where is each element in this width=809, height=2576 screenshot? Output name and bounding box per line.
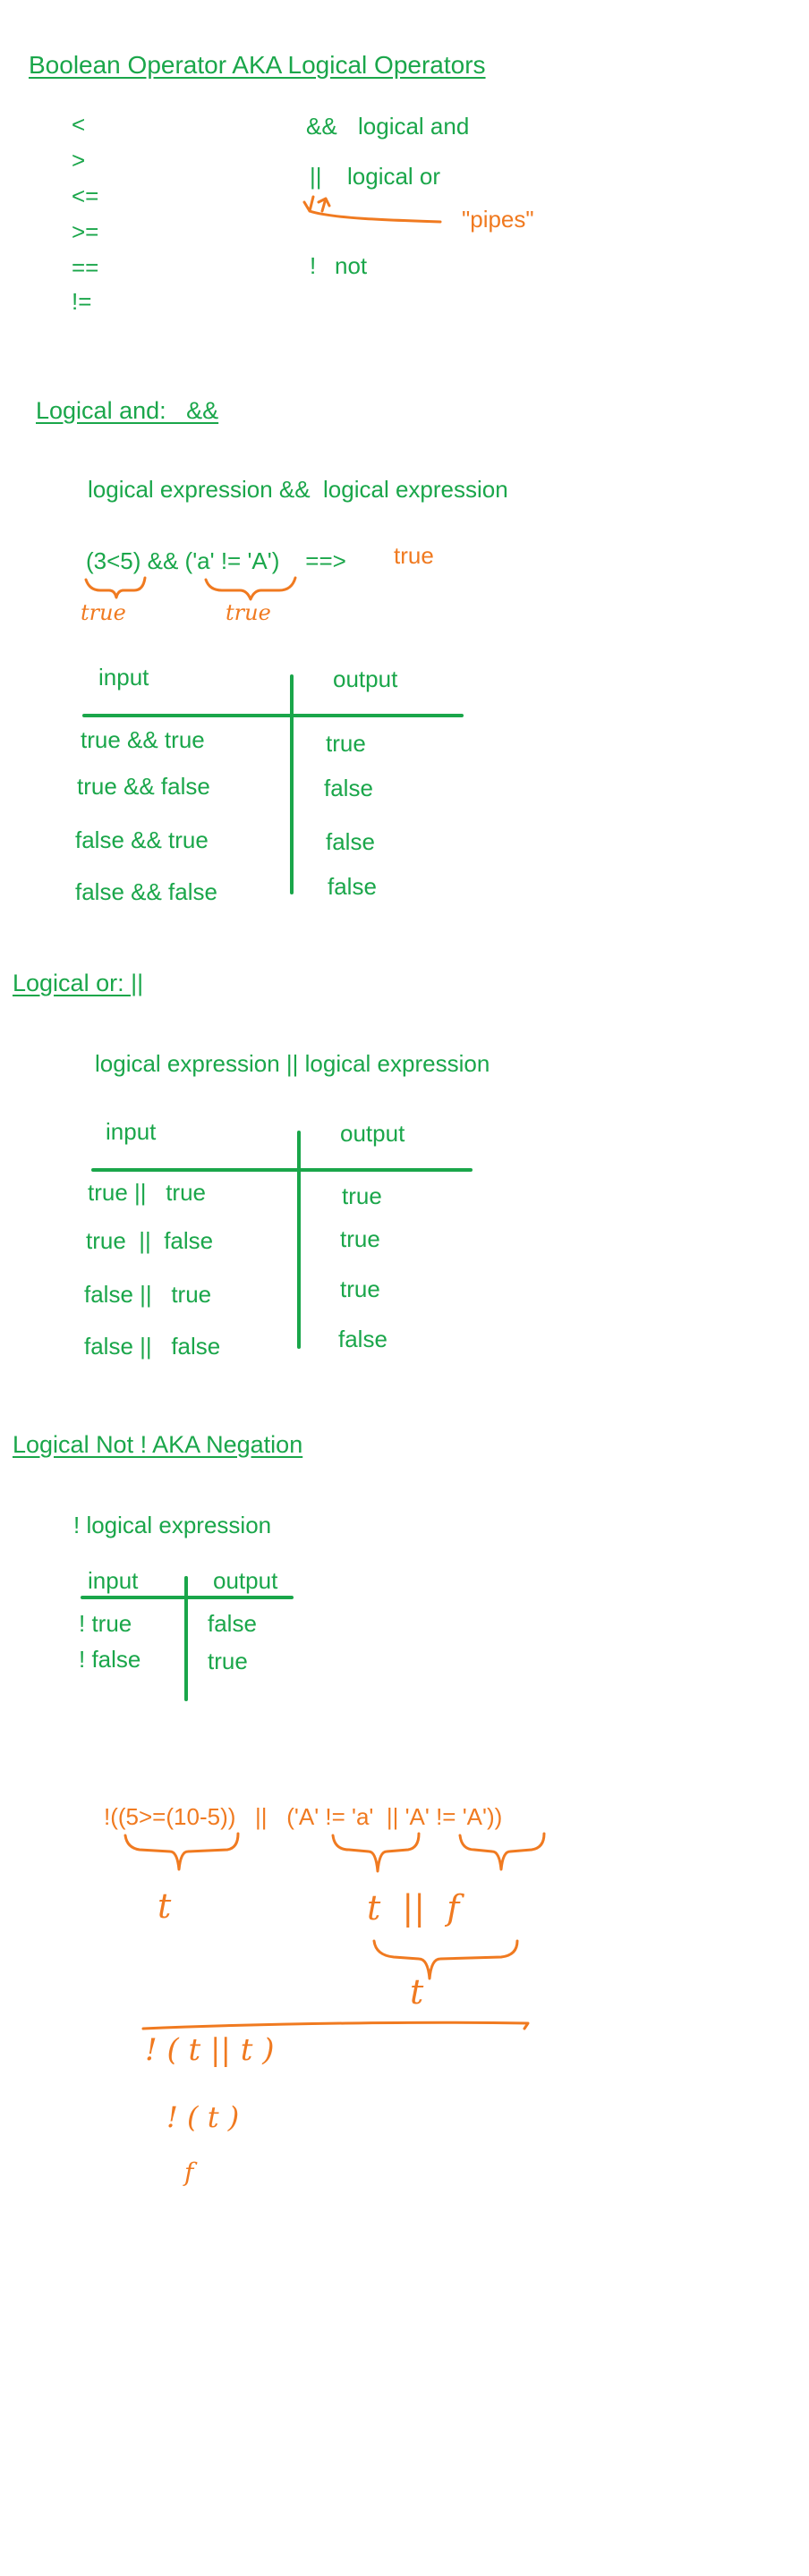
and-annotation-true-2: true <box>226 600 271 625</box>
and-brace-1-icon <box>84 576 147 599</box>
section-title-logical-and: Logical and: && <box>36 397 219 424</box>
example-brace-2-icon <box>331 1832 421 1873</box>
or-table-output-2: true <box>340 1225 380 1252</box>
and-expression-syntax: logical expression && logical expression <box>88 476 508 503</box>
not-table-header-output: output <box>213 1567 278 1594</box>
operator-eq: == <box>72 254 99 281</box>
logical-not-label: not <box>335 252 368 279</box>
or-table-output-1: true <box>342 1182 382 1209</box>
and-brace-2-icon <box>204 576 297 601</box>
pipes-annotation: "pipes" <box>462 206 534 233</box>
worked-example-step2: ! ( t ) <box>166 2100 240 2134</box>
pipes-arrow-icon <box>302 195 442 224</box>
example-underline <box>141 2021 530 2030</box>
worked-example-expression: !((5>=(10-5)) || ('A' != 'a' || 'A' != '… <box>104 1803 503 1830</box>
and-table-input-1: true && true <box>81 726 205 753</box>
and-table-header-input: input <box>98 664 149 691</box>
not-table-output-2: true <box>208 1648 248 1674</box>
example-brace-4-icon <box>372 1939 519 1980</box>
logical-and-symbol: && <box>306 113 337 140</box>
and-table-output-3: false <box>326 828 375 855</box>
worked-example-t-or-f: t || f <box>367 1888 460 1928</box>
not-table-output-1: false <box>208 1610 257 1637</box>
and-annotation-true-1: true <box>81 600 126 625</box>
operator-ne: != <box>72 288 92 315</box>
and-table-output-1: true <box>326 730 366 757</box>
and-example-result: true <box>394 542 434 569</box>
operator-lt: < <box>72 111 86 138</box>
and-table-output-2: false <box>324 775 373 801</box>
example-brace-3-icon <box>458 1832 546 1871</box>
worked-example-final: f <box>184 2157 194 2187</box>
or-expression-syntax: logical expression || logical expression <box>95 1050 490 1077</box>
worked-example-t1: t <box>158 1886 172 1926</box>
logical-or-symbol: || <box>310 163 322 190</box>
section-title-logical-not: Logical Not ! AKA Negation <box>13 1431 303 1458</box>
worked-example-step1: ! ( t || t ) <box>145 2032 275 2068</box>
and-table-input-3: false && true <box>75 826 209 853</box>
section-title-logical-or: Logical or: || <box>13 970 144 996</box>
or-table-output-4: false <box>338 1326 387 1352</box>
or-table-input-1: true || true <box>88 1179 207 1206</box>
logical-or-label: logical or <box>347 163 441 190</box>
and-table-output-4: false <box>328 873 377 900</box>
or-table-header-input: input <box>106 1118 157 1145</box>
section-title-boolean-operators: Boolean Operator AKA Logical Operators <box>29 51 486 79</box>
not-expression-syntax: ! logical expression <box>73 1512 272 1538</box>
operator-le: <= <box>72 182 99 209</box>
or-table-header-output: output <box>340 1120 405 1147</box>
logical-and-label: logical and <box>358 113 470 140</box>
not-table-input-2: ! false <box>79 1646 141 1673</box>
worked-example-t2: t <box>410 1972 424 2012</box>
or-table-input-3: false || true <box>84 1281 212 1308</box>
logical-not-symbol: ! <box>310 252 317 279</box>
not-table-header-input: input <box>88 1567 139 1594</box>
operator-gt: > <box>72 147 86 174</box>
or-table-input-4: false || false <box>84 1333 221 1360</box>
example-brace-1-icon <box>123 1832 240 1871</box>
and-table-input-4: false && false <box>75 878 217 905</box>
operator-ge: >= <box>72 218 99 245</box>
or-table-input-2: true || false <box>86 1227 214 1254</box>
and-table-header-output: output <box>333 665 398 692</box>
and-example-expression: (3<5) && ('a' != 'A') ==> <box>86 547 346 574</box>
not-table-input-1: ! true <box>79 1610 132 1637</box>
or-table-output-3: true <box>340 1275 380 1302</box>
and-table-input-2: true && false <box>77 773 210 800</box>
